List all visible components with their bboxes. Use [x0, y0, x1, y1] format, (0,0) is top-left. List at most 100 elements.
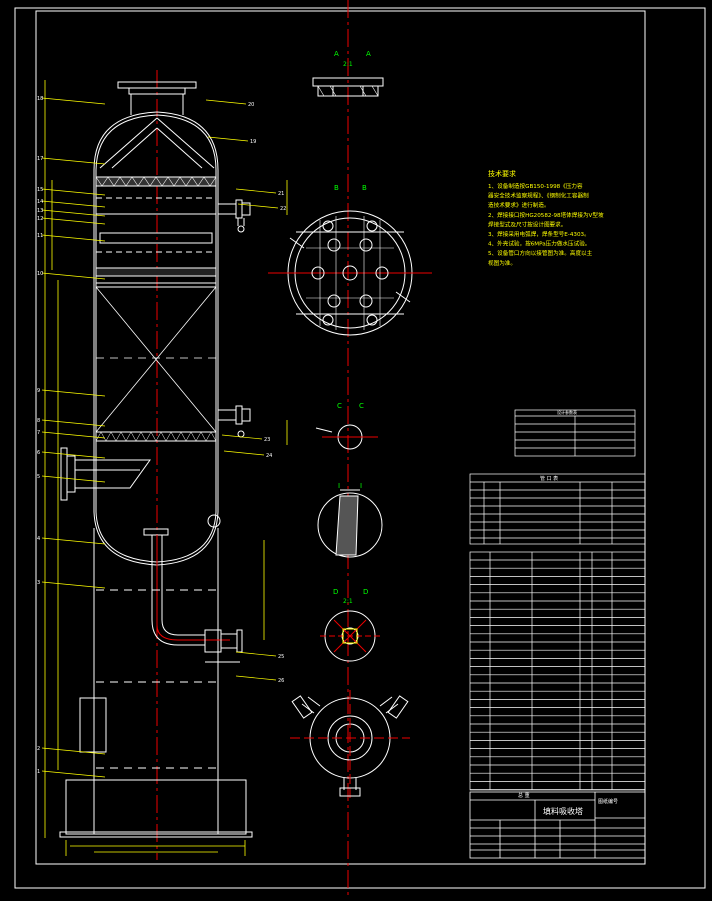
- view-ii-left-label: I: [338, 482, 340, 490]
- callout-number: 22: [280, 206, 286, 212]
- callout-leader: [41, 537, 106, 545]
- packed-bed-upper: [95, 286, 217, 433]
- callout-leader: [41, 272, 106, 280]
- view-aa-right-label: A: [366, 50, 371, 58]
- view-ii-right-label: I: [360, 482, 362, 490]
- tech-req-line: 3、焊接采用电弧焊，焊条型号E-4303。: [488, 230, 590, 238]
- tech-req-line: 2、焊接接口按HG20582-98塔体焊接为V型坡: [488, 211, 604, 219]
- view-bb-right-label: B: [362, 184, 367, 192]
- callout-leader: [221, 434, 263, 440]
- skirt-details: [79, 589, 216, 769]
- callout-number: 3: [37, 580, 40, 586]
- view-dd-section: [320, 610, 380, 662]
- view-bb-left-label: B: [334, 184, 339, 192]
- title-block-label: 图纸编号: [598, 798, 618, 805]
- view-dd-scale: 2:1: [343, 598, 353, 605]
- callout-leader: [205, 99, 247, 105]
- callout-number: 9: [37, 388, 40, 394]
- tech-req-line: 焊接型式及尺寸按设计图要求。: [488, 220, 566, 228]
- view-bb-distributor: [268, 210, 432, 336]
- callout-leader: [41, 234, 106, 242]
- tech-req-line: 器安全技术监察规程》、《钢制化工容器制: [488, 192, 589, 200]
- callout-leader: [41, 389, 106, 397]
- parts-table: [469, 551, 646, 791]
- callout-leader: [41, 97, 106, 105]
- side-nozzle-mid: [218, 405, 251, 438]
- drawing-title: 填料吸收塔: [543, 806, 583, 816]
- tech-req-line: 1、设备制造按GB150-1998《压力容: [488, 182, 583, 190]
- callout-number: 8: [37, 418, 40, 424]
- callout-number: 1: [37, 769, 40, 775]
- callout-number: 11: [37, 233, 43, 239]
- support-plate: [95, 431, 217, 442]
- callout-number: 25: [278, 654, 284, 660]
- column-shell: [59, 81, 253, 838]
- inner-frame: [35, 10, 646, 865]
- view-ii-detail: [317, 489, 383, 558]
- callout-number: 4: [37, 536, 40, 542]
- callout-number: 21: [278, 191, 284, 197]
- nozzle-table: [469, 473, 646, 545]
- callout-number: 5: [37, 474, 40, 480]
- callout-number: 23: [264, 437, 270, 443]
- callout-leader: [41, 157, 106, 165]
- tech-req-line: 视图为准。: [488, 259, 516, 267]
- distributor-upper: [95, 197, 217, 288]
- callout-number: 7: [37, 430, 40, 436]
- callout-leader: [41, 209, 106, 217]
- callout-leader: [237, 203, 279, 209]
- callout-leader: [41, 188, 106, 196]
- tech-req-heading: 技术要求: [488, 169, 516, 178]
- callout-leader: [223, 450, 265, 456]
- callout-labels: 1817151413121110987654321201921222324252…: [37, 96, 286, 778]
- callout-leader: [235, 675, 277, 681]
- callout-leader: [41, 200, 106, 208]
- callout-number: 6: [37, 450, 40, 456]
- callout-leader: [41, 451, 106, 459]
- tech-req-lines: 1、设备制造按GB150-1998《压力容器安全技术监察规程》、《钢制化工容器制…: [488, 182, 604, 267]
- view-aa-flange: [312, 77, 384, 97]
- callout-leader: [41, 770, 106, 778]
- callout-leader: [207, 136, 249, 142]
- callout-leader: [41, 217, 106, 225]
- outer-frame: [14, 7, 706, 889]
- view-dd-right-label: D: [363, 588, 368, 596]
- callout-number: 13: [37, 208, 43, 214]
- callout-leader: [235, 188, 277, 194]
- view-cc-right-label: C: [359, 402, 364, 410]
- title-block: [469, 791, 646, 859]
- view-nozzle-arrangement: [290, 690, 410, 800]
- tech-req-line: 造技术要求》进行制造。: [488, 201, 550, 209]
- callout-leader: [41, 419, 106, 427]
- callout-number: 14: [37, 199, 43, 205]
- callout-leader: [235, 651, 277, 657]
- callout-number: 26: [278, 678, 284, 684]
- demister-pad: [95, 176, 217, 187]
- nozzle-table-title: 管 口 表: [540, 475, 558, 482]
- view-dd-left-label: D: [333, 588, 338, 596]
- view-cc-left-label: C: [337, 402, 342, 410]
- design-param-table: [514, 409, 636, 457]
- callout-number: 15: [37, 187, 43, 193]
- manhole-blind: [207, 514, 221, 528]
- dimension-lines: [44, 80, 288, 856]
- view-aa-left-label: A: [334, 50, 339, 58]
- view-aa-scale: 2:1: [343, 61, 353, 68]
- tech-req-line: 5、设备管口方向以接管图为准。高度以主: [488, 249, 593, 257]
- callout-number: 19: [250, 139, 256, 145]
- tech-req-line: 4、外壳试验，按6MPa压力做水压试验。: [488, 240, 590, 248]
- callout-number: 20: [248, 102, 254, 108]
- callout-leader: [41, 747, 106, 755]
- callout-leader: [41, 581, 106, 589]
- parts-table-footer: 总 重: [518, 792, 530, 799]
- design-table-title: 设计参数表: [557, 409, 577, 415]
- view-cc-section: [315, 424, 378, 450]
- gas-inlet-pipe: [60, 447, 151, 501]
- callout-number: 24: [266, 453, 272, 459]
- callout-leader: [41, 431, 106, 439]
- liquid-outlet-pipe: [143, 528, 243, 663]
- liquid-inlet-nozzle: [218, 199, 251, 233]
- callout-number: 17: [37, 156, 43, 162]
